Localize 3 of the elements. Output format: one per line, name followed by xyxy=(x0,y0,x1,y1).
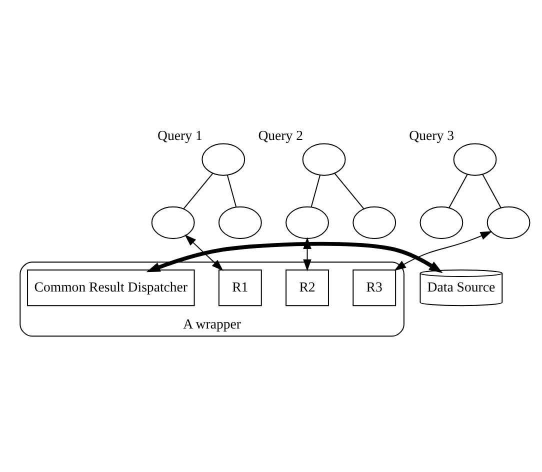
node-label: Query 2 xyxy=(258,128,304,142)
node-label: Query 3 xyxy=(409,128,454,142)
node-label: Query 1 xyxy=(158,128,202,142)
